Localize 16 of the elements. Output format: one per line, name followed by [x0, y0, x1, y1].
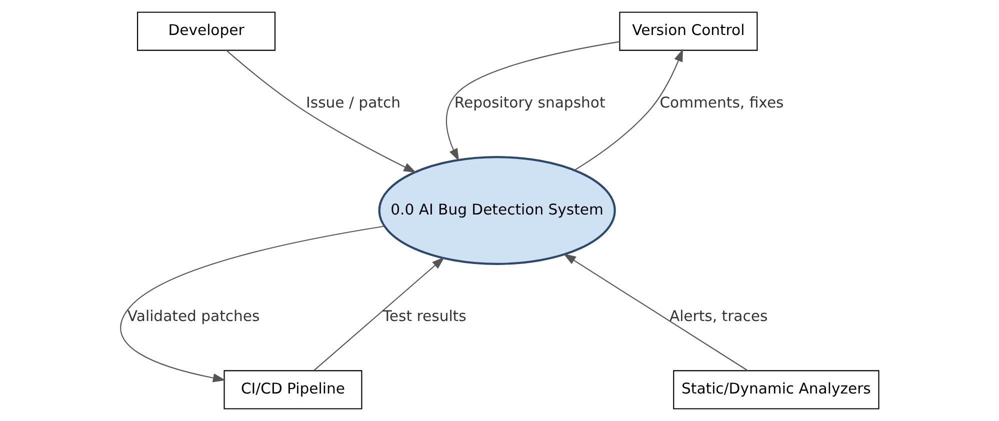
node-box: Static/Dynamic Analyzers — [673, 370, 880, 410]
edge-label: Comments, fixes — [660, 94, 784, 112]
node-box: Developer — [137, 12, 276, 51]
edge-label: Alerts, traces — [669, 308, 768, 326]
node-box: CI/CD Pipeline — [224, 370, 362, 410]
edge-label: Validated patches — [127, 308, 260, 326]
arrow — [226, 50, 416, 173]
arrow — [563, 254, 748, 372]
edge-label: Issue / patch — [306, 94, 400, 112]
arrow — [446, 41, 620, 162]
arrow — [120, 226, 384, 382]
arrow — [314, 257, 445, 371]
node-box: Version Control — [619, 12, 758, 51]
edge-label: Repository snapshot — [454, 94, 606, 112]
edge-label: Test results — [382, 308, 466, 326]
arrow — [574, 48, 684, 171]
